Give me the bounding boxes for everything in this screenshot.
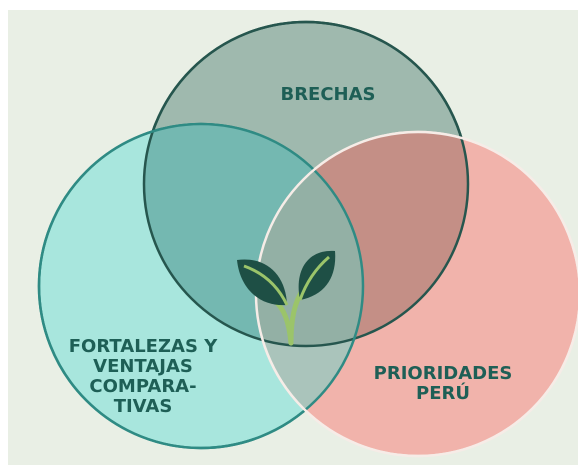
label-prioridades-line-1: PRIORIDADES xyxy=(373,363,513,384)
label-fortalezas-line-3: COMPARA- xyxy=(89,376,197,398)
label-fortalezas-line-2: VENTAJAS xyxy=(93,356,193,378)
venn-diagram: BRECHAS FORTALEZAS Y VENTAJAS COMPARA- T… xyxy=(8,10,578,465)
label-fortalezas-line-1: FORTALEZAS Y xyxy=(68,336,218,357)
overlap-center xyxy=(256,132,363,346)
label-fortalezas-line-4: TIVAS xyxy=(113,396,173,418)
label-brechas-text: BRECHAS xyxy=(280,84,376,105)
label-fortalezas: FORTALEZAS Y VENTAJAS COMPARA- TIVAS xyxy=(38,336,248,418)
label-prioridades-line-2: PERÚ xyxy=(416,383,470,405)
venn-canvas xyxy=(37,20,578,458)
label-prioridades: PRIORIDADES PERÚ xyxy=(343,363,543,405)
sprout-icon xyxy=(237,250,336,346)
label-brechas: BRECHAS xyxy=(228,84,428,105)
